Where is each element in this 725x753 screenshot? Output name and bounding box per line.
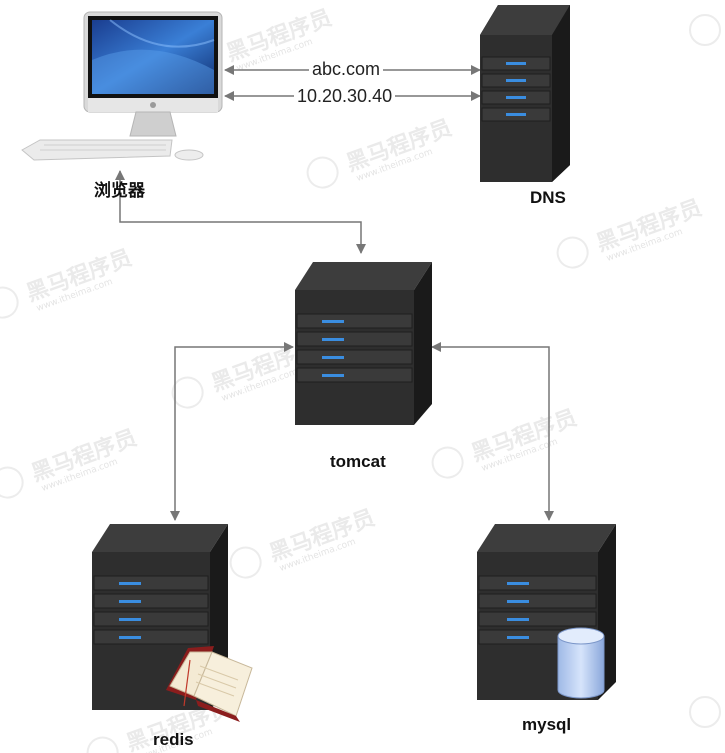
- tomcat-mysql-arrow: [431, 342, 554, 521]
- node-label-mysql: mysql: [522, 715, 572, 734]
- node-label-browser: 浏览器: [94, 181, 145, 200]
- edge-label-response: 10.20.30.40: [294, 86, 396, 106]
- tomcat-redis-arrow: [170, 342, 294, 521]
- book-icon: [166, 646, 253, 722]
- browser-tomcat-arrow: [115, 170, 366, 254]
- node-label-dns: DNS: [530, 188, 566, 207]
- tomcat-server-icon: [295, 262, 432, 425]
- dns-server-icon: [480, 5, 570, 182]
- node-label-tomcat: tomcat: [330, 452, 386, 471]
- node-label-redis: redis: [153, 730, 194, 749]
- edge-label-request: abc.com: [309, 59, 384, 79]
- database-icon: [557, 627, 605, 699]
- browser-computer-icon: [21, 11, 223, 161]
